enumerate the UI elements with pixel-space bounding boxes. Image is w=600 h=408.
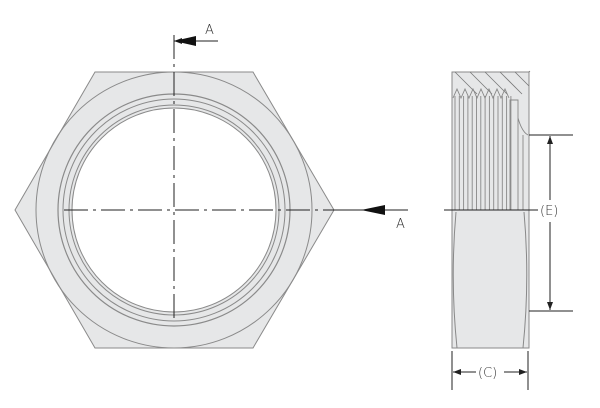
section-arrowhead-top: [174, 36, 196, 46]
chamfer-right-curve: [522, 211, 528, 349]
thread-circle: [62, 98, 286, 322]
section-arrowhead-right: [361, 205, 385, 215]
dimension-e-label: (E): [540, 204, 558, 219]
thread-profile: [452, 87, 510, 100]
side-view: (E) (C): [444, 70, 573, 390]
thread-lines: [452, 87, 529, 210]
front-view: A A: [14, 23, 408, 349]
section-label-top: A: [205, 23, 214, 38]
hatch-line: [528, 70, 531, 73]
section-label-right: A: [396, 217, 405, 232]
hatch-line: [484, 71, 508, 95]
hatch-line: [499, 71, 523, 95]
dimension-c-label: (C): [478, 366, 497, 381]
thread-relief: [509, 99, 529, 210]
hatch-line: [514, 71, 530, 87]
chamfer-left-curve: [452, 211, 458, 349]
